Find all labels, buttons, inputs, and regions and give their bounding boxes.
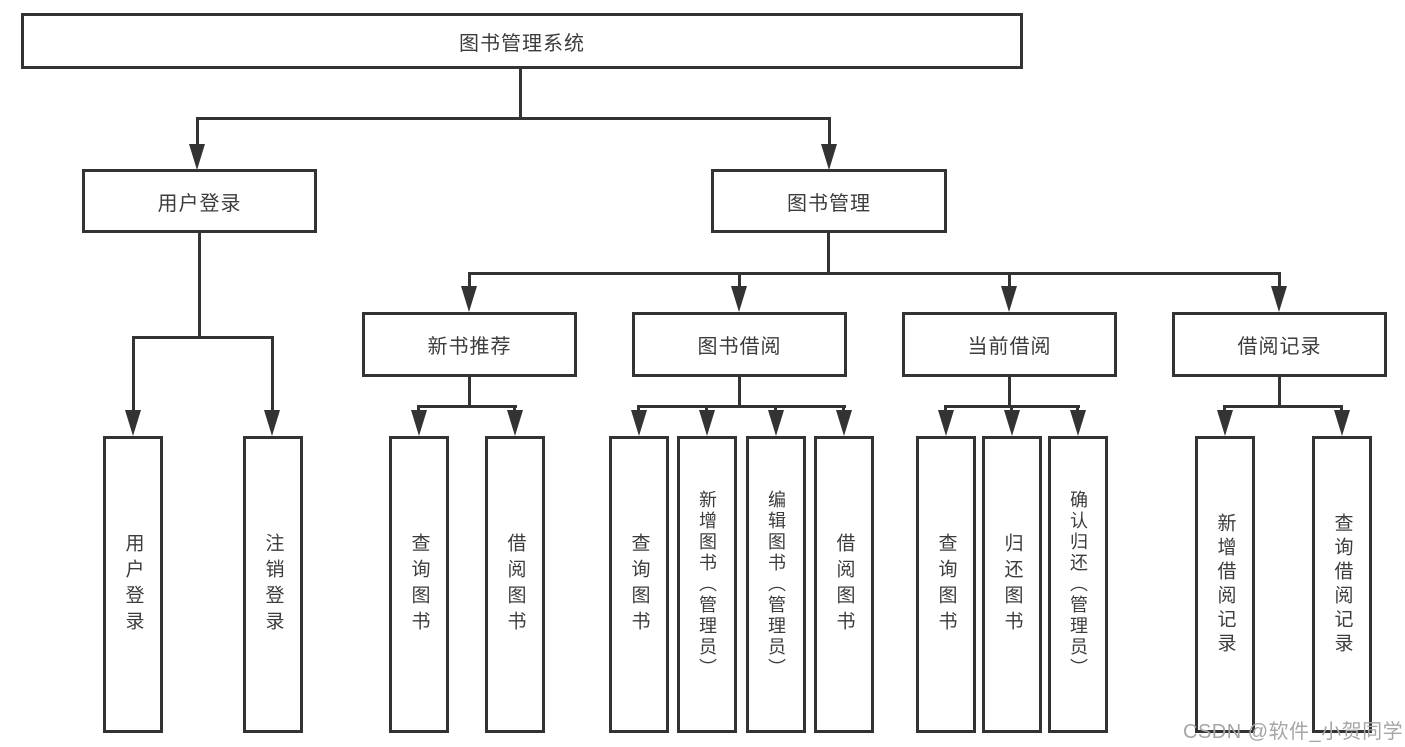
leaf-query-books-current-label: 查询图书 xyxy=(935,532,957,637)
leaf-borrow-books-recommend: 借阅图书 xyxy=(485,436,545,733)
arrowhead-to-new-book-recommend xyxy=(461,286,477,312)
arrowhead-to-leaf-query-books-borrowing xyxy=(631,410,647,436)
node-user-login: 用户登录 xyxy=(82,169,317,233)
leaf-borrow-books-recommend-label: 借阅图书 xyxy=(504,532,526,637)
leaf-logout: 注销登录 xyxy=(243,436,303,733)
arrowhead-to-leaf-logout xyxy=(264,410,280,436)
edge-root-split xyxy=(196,117,831,120)
arrowhead-to-book-management xyxy=(821,144,837,170)
csdn-watermark: CSDN @软件_小贺同学 xyxy=(1183,721,1404,743)
edge-book-management-split xyxy=(468,272,1281,275)
arrowhead-to-leaf-query-books-current xyxy=(938,410,954,436)
arrowhead-to-leaf-confirm-return-admin xyxy=(1070,410,1086,436)
leaf-return-books: 归还图书 xyxy=(982,436,1042,733)
arrowhead-to-borrowing-records xyxy=(1271,286,1287,312)
leaf-confirm-return-admin-label: 确认归还（管理员） xyxy=(1068,490,1088,679)
leaf-query-books-borrowing: 查询图书 xyxy=(609,436,669,733)
edge-user-login-split xyxy=(132,336,274,339)
arrowhead-to-leaf-query-books-recommend xyxy=(411,410,427,436)
edge-user-login-drop-2 xyxy=(271,336,274,414)
arrowhead-to-leaf-borrow-books-recommend xyxy=(507,410,523,436)
arrowhead-to-leaf-user-login xyxy=(125,410,141,436)
leaf-borrow-books-borrowing-label: 借阅图书 xyxy=(833,532,855,637)
arrowhead-to-leaf-borrow-books-borrowing xyxy=(836,410,852,436)
edge-root-left-drop xyxy=(196,117,199,148)
arrowhead-to-leaf-add-books-admin xyxy=(699,410,715,436)
arrowhead-to-current-borrowing xyxy=(1001,286,1017,312)
leaf-user-login-label: 用户登录 xyxy=(122,532,144,637)
arrowhead-to-book-borrowing xyxy=(731,286,747,312)
edge-bm-drop-4 xyxy=(1278,272,1281,290)
edge-book-management-stem xyxy=(827,233,830,275)
edge-bm-drop-1 xyxy=(468,272,471,290)
node-root-label: 图书管理系统 xyxy=(459,32,585,55)
node-current-borrowing: 当前借阅 xyxy=(902,312,1117,377)
arrowhead-to-leaf-edit-books-admin xyxy=(768,410,784,436)
leaf-query-books-current: 查询图书 xyxy=(916,436,976,733)
arrowhead-to-leaf-return-books xyxy=(1004,410,1020,436)
edge-current-stem xyxy=(1008,377,1011,408)
leaf-add-books-admin-label: 新增图书（管理员） xyxy=(697,490,717,679)
leaf-edit-books-admin: 编辑图书（管理员） xyxy=(746,436,806,733)
edge-user-login-drop-1 xyxy=(132,336,135,414)
node-book-management: 图书管理 xyxy=(711,169,947,233)
node-user-login-label: 用户登录 xyxy=(157,192,242,215)
leaf-query-books-borrowing-label: 查询图书 xyxy=(628,532,650,637)
leaf-query-borrow-record: 查询借阅记录 xyxy=(1312,436,1372,733)
edge-borrowing-stem xyxy=(738,377,741,408)
leaf-logout-label: 注销登录 xyxy=(262,532,284,637)
leaf-user-login: 用户登录 xyxy=(103,436,163,733)
node-book-management-label: 图书管理 xyxy=(787,192,871,215)
node-new-book-recommend: 新书推荐 xyxy=(362,312,577,377)
edge-recommend-stem xyxy=(468,377,471,408)
leaf-add-borrow-record: 新增借阅记录 xyxy=(1195,436,1255,733)
leaf-confirm-return-admin: 确认归还（管理员） xyxy=(1048,436,1108,733)
node-borrowing-records: 借阅记录 xyxy=(1172,312,1387,377)
leaf-query-borrow-record-label: 查询借阅记录 xyxy=(1331,512,1353,657)
arrowhead-to-leaf-query-borrow-record xyxy=(1334,410,1350,436)
arrowhead-to-leaf-add-borrow-record xyxy=(1217,410,1233,436)
edge-root-right-drop xyxy=(828,117,831,148)
edge-records-stem xyxy=(1278,377,1281,408)
edge-root-stem xyxy=(519,69,522,120)
node-root: 图书管理系统 xyxy=(21,13,1023,69)
edge-borrowing-split xyxy=(637,405,846,408)
node-book-borrowing-label: 图书借阅 xyxy=(697,336,782,358)
leaf-edit-books-admin-label: 编辑图书（管理员） xyxy=(766,490,786,679)
arrowhead-to-user-login xyxy=(189,144,205,170)
node-current-borrowing-label: 当前借阅 xyxy=(967,336,1052,358)
leaf-add-books-admin: 新增图书（管理员） xyxy=(677,436,737,733)
leaf-add-borrow-record-label: 新增借阅记录 xyxy=(1214,512,1236,657)
edge-user-login-stem xyxy=(198,233,201,339)
node-borrowing-records-label: 借阅记录 xyxy=(1237,336,1322,358)
leaf-borrow-books-borrowing: 借阅图书 xyxy=(814,436,874,733)
leaf-query-books-recommend-label: 查询图书 xyxy=(408,532,430,637)
node-book-borrowing: 图书借阅 xyxy=(632,312,847,377)
edge-bm-drop-3 xyxy=(1008,272,1011,290)
edge-recommend-split xyxy=(417,405,517,408)
leaf-query-books-recommend: 查询图书 xyxy=(389,436,449,733)
edge-records-split xyxy=(1223,405,1343,408)
leaf-return-books-label: 归还图书 xyxy=(1001,532,1023,637)
node-new-book-recommend-label: 新书推荐 xyxy=(427,336,512,358)
edge-bm-drop-2 xyxy=(738,272,741,290)
